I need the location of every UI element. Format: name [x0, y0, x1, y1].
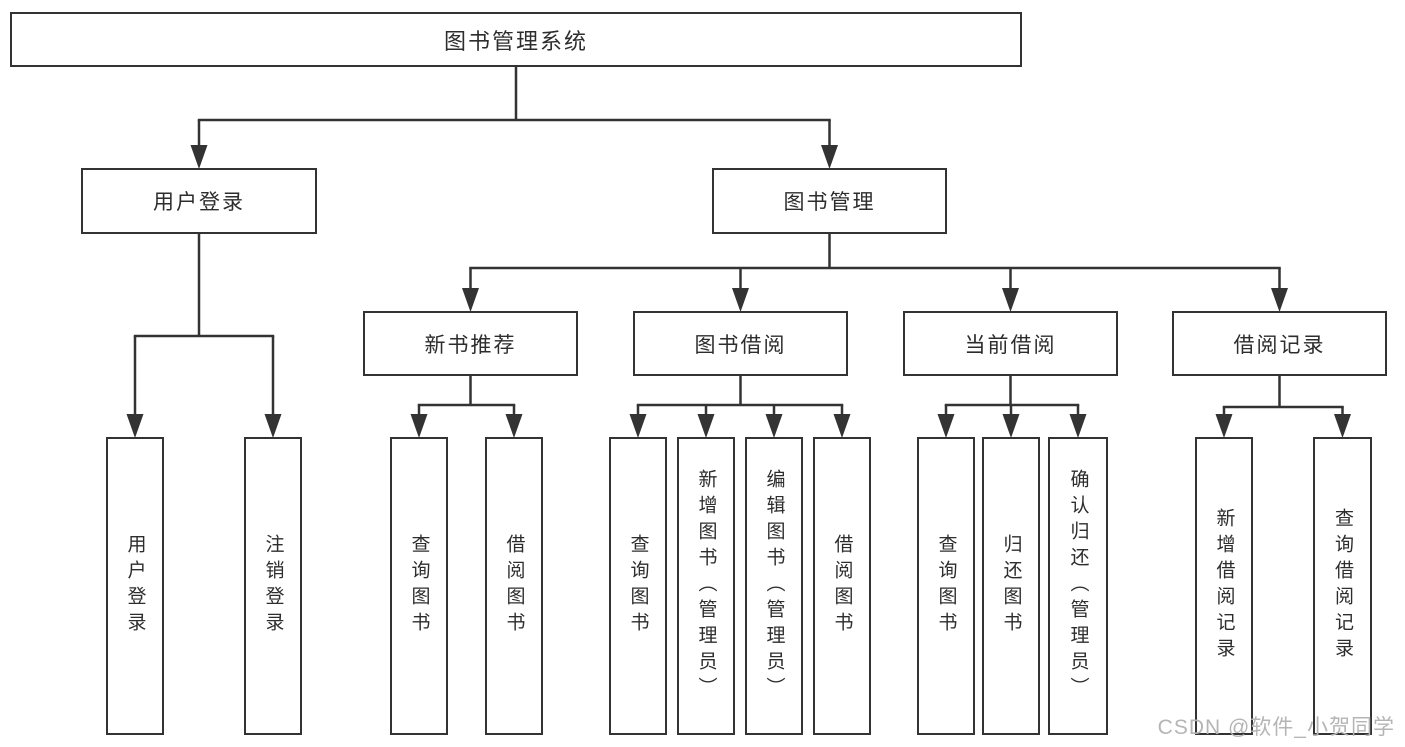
node-label: 新增借阅记录 [1213, 508, 1235, 664]
node-new-book-rec: 新书推荐 [363, 311, 578, 376]
arrowhead-icon [629, 414, 647, 438]
node-label: 查询图书 [408, 534, 430, 638]
arrowhead-icon [697, 414, 715, 438]
arrowhead-icon [833, 414, 851, 438]
node-leaf-return-book: 归还图书 [982, 437, 1040, 735]
arrowhead-icon [937, 414, 955, 438]
node-book-borrow: 图书借阅 [633, 311, 848, 376]
node-label: 新增图书（管理员） [695, 469, 717, 703]
arrowhead-icon [126, 414, 144, 438]
node-label: 借阅图书 [831, 534, 853, 638]
node-label: 借阅记录 [1233, 333, 1326, 357]
node-label: 图书管理系统 [443, 28, 588, 54]
node-label: 归还图书 [1000, 534, 1022, 638]
node-leaf-query-book-1: 查询图书 [390, 437, 448, 735]
node-label: 图书借阅 [694, 333, 787, 357]
arrowhead-icon [410, 414, 428, 438]
arrowhead-icon [1069, 414, 1087, 438]
node-borrow-record: 借阅记录 [1172, 311, 1387, 376]
node-label: 当前借阅 [964, 333, 1057, 357]
node-label: 图书管理 [783, 191, 876, 214]
node-label: 用户登录 [153, 191, 245, 214]
arrowhead-icon [1002, 288, 1019, 312]
arrowhead-icon [732, 288, 749, 312]
node-leaf-logout: 注销登录 [244, 437, 302, 735]
node-leaf-add-borrow-record: 新增借阅记录 [1195, 437, 1253, 735]
node-leaf-query-borrow-record: 查询借阅记录 [1313, 437, 1372, 735]
arrowhead-icon [1334, 414, 1351, 438]
node-label: 新书推荐 [424, 333, 517, 357]
arrowhead-icon [462, 288, 479, 312]
node-root: 图书管理系统 [10, 12, 1022, 67]
node-label: 查询图书 [935, 534, 957, 638]
arrowhead-icon [1002, 414, 1020, 438]
node-label: 借阅图书 [503, 534, 525, 638]
node-leaf-user-login: 用户登录 [106, 437, 164, 735]
node-leaf-query-book-2: 查询图书 [609, 437, 667, 735]
arrowhead-icon [821, 145, 838, 169]
arrowhead-icon [505, 414, 523, 438]
node-leaf-edit-book: 编辑图书（管理员） [745, 437, 803, 735]
node-label: 确认归还（管理员） [1067, 469, 1089, 703]
node-label: 注销登录 [262, 534, 284, 638]
node-user-login: 用户登录 [81, 168, 317, 234]
arrowhead-icon [190, 145, 208, 169]
node-label: 查询图书 [627, 534, 649, 638]
node-leaf-add-book: 新增图书（管理员） [677, 437, 735, 735]
node-current-borrow: 当前借阅 [903, 311, 1118, 376]
arrowhead-icon [1271, 288, 1288, 312]
node-book-mgmt: 图书管理 [712, 168, 947, 234]
node-label: 编辑图书（管理员） [763, 469, 785, 703]
node-leaf-query-book-3: 查询图书 [917, 437, 975, 735]
node-leaf-borrow-book-1: 借阅图书 [485, 437, 543, 735]
arrowhead-icon [765, 414, 783, 438]
node-leaf-confirm-return: 确认归还（管理员） [1048, 437, 1108, 735]
arrowhead-icon [1215, 414, 1233, 438]
watermark: CSDN @软件_小贺同学 [1157, 716, 1395, 739]
node-label: 查询借阅记录 [1332, 508, 1353, 664]
arrowhead-icon [264, 414, 282, 438]
node-label: 用户登录 [124, 534, 146, 638]
node-leaf-borrow-book-2: 借阅图书 [813, 437, 871, 735]
